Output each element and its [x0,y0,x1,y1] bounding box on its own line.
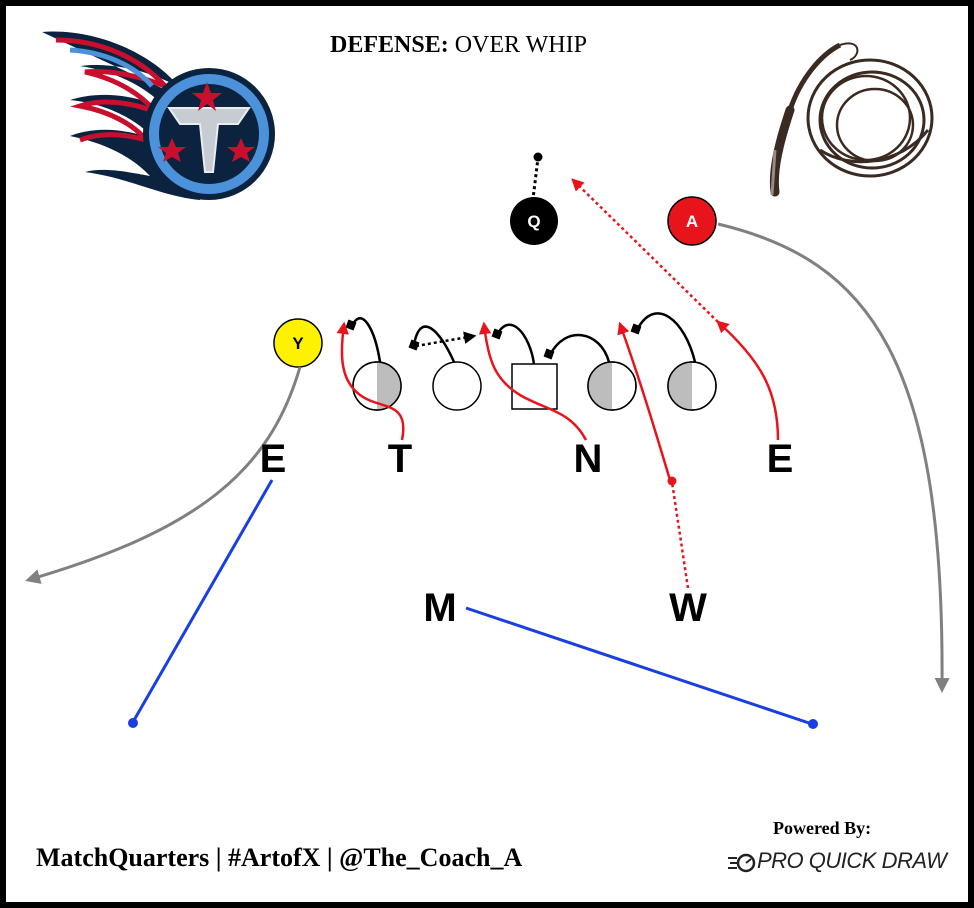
title-play-name: OVER WHIP [454,32,587,58]
defender-w: W [669,586,707,630]
coverage-drops [131,479,813,726]
titans-logo-icon [42,31,275,200]
n-stunt [478,321,588,441]
w-mesh-point [667,476,677,486]
lg-pull [415,331,477,348]
page-title: DEFENSE: OVER WHIP [330,32,587,59]
player-y: Y [273,318,323,368]
m-drop [465,606,813,726]
title-prefix: DEFENSE: [330,32,449,58]
lt-block [350,317,382,363]
ol-blocks [345,312,697,365]
player-y-label: Y [292,334,304,353]
defender-e-left: E [260,437,287,481]
m-drop-point [808,719,818,729]
qb-drop-point [533,152,543,162]
w-stunt [617,321,672,481]
defender-m: M [423,586,456,630]
e-right-rush [716,320,780,441]
defender-t: T [388,437,412,481]
whip-icon [769,42,934,197]
w-approach [670,481,690,589]
defender-e-right: E [767,437,794,481]
powered-by-label: Powered By: [773,818,872,838]
y-route [25,366,302,584]
a-route [717,222,950,693]
center-block [495,323,536,365]
t-stunt [336,321,405,441]
dl-stunts [336,178,780,589]
player-a: A [667,196,717,246]
lg-block [412,325,456,363]
player-q-label: Q [527,212,540,231]
player-q: Q [510,197,558,245]
rg-block [548,333,611,363]
rt-block [635,312,697,363]
defender-n: N [574,437,603,481]
footer-credits: MatchQuarters | #ArtofX | @The_Coach_A [36,843,523,872]
pro-quick-draw-brand: PRO QUICK DRAW [757,848,947,873]
e-left-drop-point [128,718,138,728]
e-left-drop [131,479,274,723]
player-a-label: A [686,212,698,231]
pro-quick-draw-icon [728,853,756,873]
left-guard [432,361,482,411]
e-right-contain [571,178,719,323]
